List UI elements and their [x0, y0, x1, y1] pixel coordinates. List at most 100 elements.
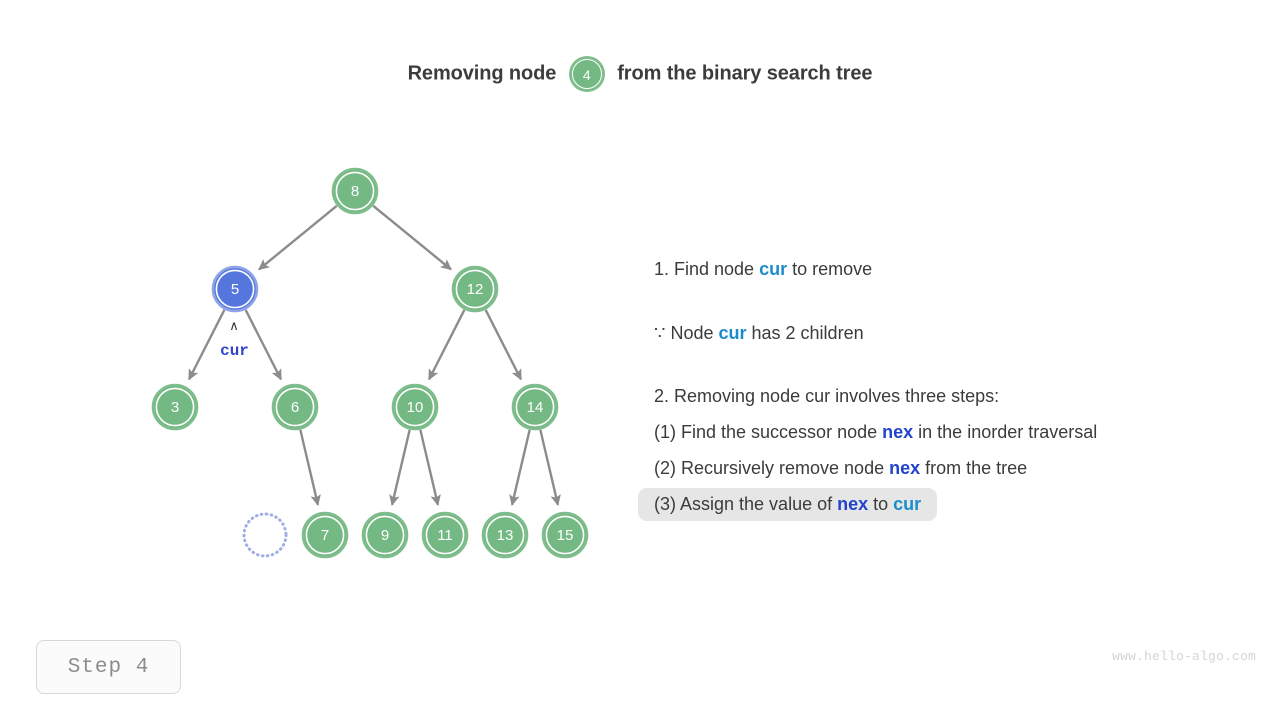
explanation-line-4: (1) Find the successor node nex in the i… — [654, 414, 1254, 450]
node-inner-ring — [215, 269, 255, 309]
line6-pre: (3) Assign the value of — [654, 493, 838, 514]
tree-edge — [539, 429, 561, 506]
node-value: 14 — [527, 399, 544, 416]
node-outer-ring — [451, 265, 499, 313]
tree-node-7: 7 — [301, 511, 349, 559]
tree-node-12: 12 — [451, 265, 499, 313]
tree-node-10: 10 — [391, 383, 439, 431]
node-value: 7 — [321, 527, 329, 544]
node-inner-ring — [455, 269, 495, 309]
tree-edge — [509, 429, 531, 506]
node-outer-ring — [481, 511, 529, 559]
node-outer-ring — [541, 511, 589, 559]
line2-pre: ∵ Node — [654, 322, 719, 343]
node-outer-ring — [421, 511, 469, 559]
node-outer-ring — [391, 383, 439, 431]
tree-edge-layer — [187, 204, 561, 506]
tree-edge — [258, 204, 338, 271]
node-outer-ring — [511, 383, 559, 431]
node-outer-ring — [271, 383, 319, 431]
line5-pre: (2) Recursively remove node — [654, 458, 890, 478]
tree-node-13: 13 — [481, 511, 529, 559]
node-inner-ring — [365, 515, 405, 555]
line4-post: in the inorder traversal — [913, 422, 1098, 442]
node-value: 8 — [351, 183, 359, 200]
line5-post: from the tree — [920, 458, 1028, 478]
node-inner-ring — [335, 171, 375, 211]
node-value: 9 — [381, 527, 389, 544]
line4-pre: (1) Find the successor node — [654, 422, 883, 442]
tree-edge — [389, 429, 411, 506]
placeholder-ring — [242, 512, 288, 558]
tree-node-5: 5 — [211, 265, 259, 313]
tree-edge — [427, 309, 466, 381]
binary-search-tree-diagram: 8 5 12 3 6 10 14 7 9 11 13 15 ∧ cur — [151, 167, 589, 559]
tree-node-14: 14 — [511, 383, 559, 431]
page-title: Removing node 4 from the binary search t… — [0, 56, 1280, 92]
line6-highlight-band: (3) Assign the value of nex to cur — [638, 487, 938, 521]
explanation-line-2: ∵ Node cur has 2 children — [654, 314, 1254, 351]
tree-node-layer: 8 5 12 3 6 10 14 7 9 11 13 15 — [151, 167, 589, 559]
spacer-1 — [654, 287, 1254, 314]
spacer-2 — [654, 351, 1254, 378]
node-outer-ring — [151, 383, 199, 431]
cur-pointer-label: cur — [220, 342, 249, 360]
node-outer-ring — [361, 511, 409, 559]
node-value: 3 — [171, 399, 179, 416]
node-outer-ring — [331, 167, 379, 215]
line3-text: 2. Removing node cur involves three step… — [654, 386, 1000, 406]
node-inner-ring — [545, 515, 585, 555]
line5-keyword-nex: nex — [889, 458, 921, 478]
node-inner-ring — [485, 515, 525, 555]
explanation-line-5: (2) Recursively remove node nex from the… — [654, 450, 1254, 486]
node-inner-ring — [305, 515, 345, 555]
explanation-line-3: 2. Removing node cur involves three step… — [654, 378, 1254, 414]
tree-edge — [419, 429, 441, 506]
title-node-badge: 4 — [568, 56, 605, 92]
tree-node-11: 11 — [421, 511, 469, 559]
line1-keyword-cur: cur — [759, 258, 788, 279]
cur-pointer: ∧ cur — [220, 318, 249, 360]
node-inner-ring — [515, 387, 555, 427]
node-inner-ring — [425, 515, 465, 555]
node-value: 15 — [557, 527, 574, 544]
cur-pointer-caret-icon: ∧ — [229, 318, 239, 333]
watermark: www.hello-algo.com — [1111, 649, 1256, 664]
line6-keyword-cur: cur — [893, 493, 922, 514]
title-node-badge-value: 4 — [571, 59, 602, 89]
node-inner-ring — [395, 387, 435, 427]
tree-node-15: 15 — [541, 511, 589, 559]
node-value: 11 — [437, 527, 453, 544]
node-value: 12 — [467, 281, 484, 298]
node-outer-ring — [301, 511, 349, 559]
tree-edge — [484, 309, 523, 381]
line1-post: to remove — [787, 258, 873, 279]
line6-keyword-nex: nex — [837, 493, 869, 514]
tree-node-8: 8 — [331, 167, 379, 215]
node-value: 5 — [231, 281, 239, 298]
tree-edge — [187, 309, 226, 381]
explanation-line-1: 1. Find node cur to remove — [654, 250, 1254, 287]
tree-edge — [372, 204, 452, 271]
line6-mid: to — [868, 493, 894, 514]
tree-node-3: 3 — [151, 383, 199, 431]
line1-pre: 1. Find node — [654, 258, 760, 279]
tree-node-placeholder — [242, 512, 288, 558]
tree-node-9: 9 — [361, 511, 409, 559]
line2-post: has 2 children — [746, 322, 864, 343]
tree-node-6: 6 — [271, 383, 319, 431]
explanation-panel: 1. Find node cur to remove ∵ Node cur ha… — [638, 250, 1254, 522]
node-inner-ring — [275, 387, 315, 427]
line2-keyword-cur: cur — [718, 322, 747, 343]
node-value: 6 — [291, 399, 299, 416]
node-value: 10 — [407, 399, 424, 416]
explanation-line-6: (3) Assign the value of nex to cur — [638, 486, 1254, 522]
tree-edge — [244, 309, 283, 381]
node-value: 13 — [497, 527, 514, 544]
node-outer-ring — [211, 265, 259, 313]
page-title-prefix: Removing node — [407, 62, 557, 85]
node-inner-ring — [155, 387, 195, 427]
line4-keyword-nex: nex — [882, 422, 914, 442]
tree-edge — [299, 429, 321, 506]
step-badge: Step 4 — [36, 640, 181, 694]
